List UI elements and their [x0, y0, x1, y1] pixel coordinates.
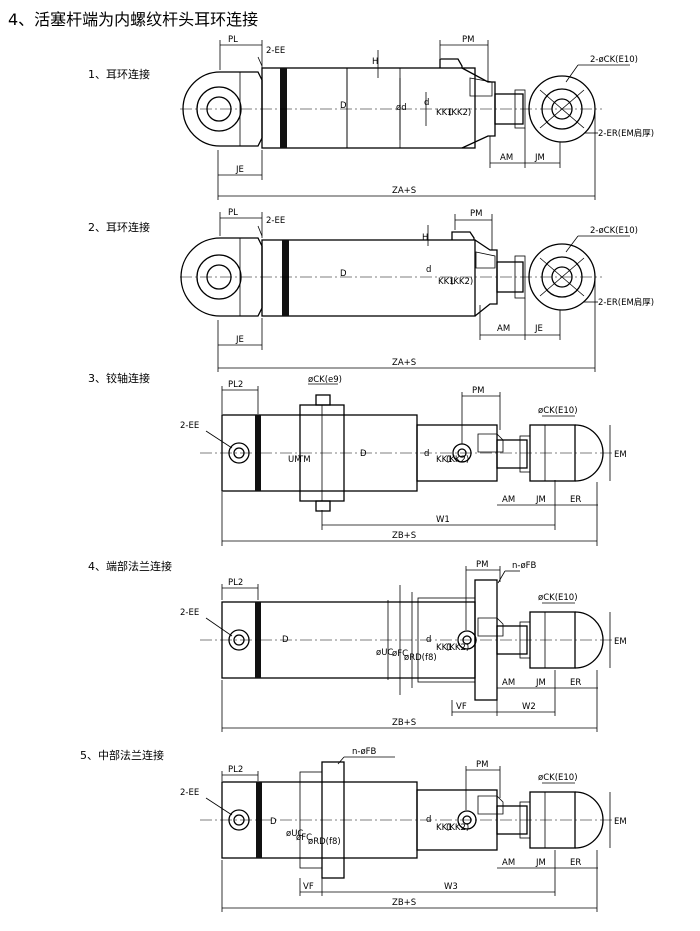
- dim-jm: JM: [535, 858, 546, 868]
- dim-uc: øUC: [286, 829, 303, 839]
- dim-am: AM: [502, 678, 515, 688]
- dim-fc: øFC: [392, 649, 408, 659]
- dim-em: EM: [614, 637, 627, 647]
- dim-h: H: [422, 233, 428, 243]
- dim-am: AM: [497, 324, 510, 334]
- dim-2-ck: 2-øCK(E10): [590, 226, 638, 236]
- dim-d: d: [426, 815, 431, 825]
- dim-ck-e10: øCK(E10): [538, 773, 578, 783]
- drawing-2: PL 2-EE PM H D d KK1 (KK2) AM JE JE ZA+S…: [180, 208, 654, 372]
- dim-zb-s: ZB+S: [392, 898, 416, 908]
- dim-fc: øFC: [296, 833, 312, 843]
- dim-am: AM: [502, 858, 515, 868]
- section-5-label: 5、中部法兰连接: [80, 749, 164, 762]
- dim-n-fb: n-øFB: [352, 747, 377, 757]
- dim-kk1: KK1: [436, 643, 453, 653]
- dim-w2: W2: [522, 702, 536, 712]
- dim-d: d: [426, 635, 431, 645]
- dim-am: AM: [502, 495, 515, 505]
- dim-h: H: [372, 57, 378, 67]
- dim-kk2: (KK2): [446, 823, 469, 833]
- dim-rd: øRD(f8): [404, 653, 437, 663]
- dim-kk2: (KK2): [446, 643, 469, 653]
- dim-am: AM: [500, 153, 513, 163]
- dim-pl2: PL2: [228, 765, 243, 775]
- dim-za-s: ZA+S: [392, 186, 416, 196]
- dim-phi-d: ød: [396, 103, 407, 113]
- dim-zb-s: ZB+S: [392, 531, 416, 541]
- dim-rd: øRD(f8): [308, 837, 341, 847]
- section-4-label: 4、端部法兰连接: [88, 560, 172, 573]
- dim-pm: PM: [476, 560, 488, 570]
- dim-2-er: 2-ER(EM肩厚): [598, 128, 654, 139]
- dim-d: d: [424, 449, 429, 459]
- dim-w3: W3: [444, 882, 458, 892]
- dim-2-ee: 2-EE: [266, 216, 285, 226]
- dim-jm: JM: [535, 495, 546, 505]
- dim-vf: VF: [303, 882, 314, 892]
- dim-d: d: [424, 98, 429, 108]
- dim-kk2: (KK2): [450, 277, 473, 287]
- dim-pm: PM: [472, 386, 484, 396]
- dim-pm: PM: [476, 760, 488, 770]
- dim-em: EM: [614, 817, 627, 827]
- dim-er: ER: [570, 858, 581, 868]
- dim-vf: VF: [456, 702, 467, 712]
- dim-pl2: PL2: [228, 578, 243, 588]
- dim-w1: W1: [436, 515, 450, 525]
- dim-er: ER: [570, 678, 581, 688]
- dim-kk1: KK1: [436, 108, 453, 118]
- dim-kk2: (KK2): [446, 455, 469, 465]
- dim-ck-e10: øCK(E10): [538, 593, 578, 603]
- dim-zb-s: ZB+S: [392, 718, 416, 728]
- section-2-label: 2、耳环连接: [88, 221, 150, 234]
- dim-ck-e10: øCK(E10): [538, 406, 578, 416]
- dim-d-bore: D: [340, 101, 347, 111]
- dim-ck-e9: øCK(e9): [308, 375, 342, 385]
- dim-2-ee: 2-EE: [180, 421, 199, 431]
- dim-em: EM: [614, 450, 627, 460]
- dim-tm: TM: [297, 455, 311, 465]
- drawing-5: PL2 2-EE n-øFB PM øCK(E10) D øUC øFC øRD…: [180, 747, 627, 912]
- dim-d: d: [426, 265, 431, 275]
- dim-d-bore: D: [340, 269, 347, 279]
- dim-pm: PM: [470, 209, 482, 219]
- dim-2-ee: 2-EE: [180, 608, 199, 618]
- dim-jm: JM: [535, 678, 546, 688]
- dim-pl2: PL2: [228, 380, 243, 390]
- dim-2-ck: 2-øCK(E10): [590, 55, 638, 65]
- dim-d-bore: D: [270, 817, 277, 827]
- dim-kk1: KK1: [436, 823, 453, 833]
- dim-kk1: KK1: [438, 277, 455, 287]
- dim-pm: PM: [462, 35, 474, 45]
- dim-kk2: (KK2): [448, 108, 471, 118]
- dim-2-ee: 2-EE: [180, 788, 199, 798]
- dim-pl: PL: [228, 35, 238, 45]
- dim-za-s: ZA+S: [392, 358, 416, 368]
- dim-je: JE: [235, 335, 244, 345]
- dim-jm: JM: [534, 153, 545, 163]
- drawing-4: PL2 2-EE PM n-øFB øCK(E10) D øUC øFC øRD…: [180, 560, 627, 732]
- dim-kk1: KK1: [436, 455, 453, 465]
- dim-er: ER: [570, 495, 581, 505]
- section-1-label: 1、耳环连接: [88, 68, 150, 81]
- dim-n-fb: n-øFB: [512, 561, 537, 571]
- drawing-1: PL 2-EE PM H D ød d KK1 (KK2) AM JM JE Z…: [180, 35, 654, 200]
- dim-uc: øUC: [376, 648, 393, 658]
- dim-um: UM: [288, 455, 302, 465]
- drawing-3: PL2 øCK(e9) 2-EE PM øCK(E10) UM TM D d K…: [180, 375, 627, 546]
- dim-2-er: 2-ER(EM肩厚): [598, 297, 654, 308]
- dim-d-bore: D: [282, 635, 289, 645]
- section-3-label: 3、铰轴连接: [88, 372, 150, 385]
- dim-je: JE: [235, 165, 244, 175]
- dim-2-ee: 2-EE: [266, 46, 285, 56]
- dim-d-bore: D: [360, 449, 367, 459]
- dim-je-rod: JE: [534, 324, 543, 334]
- page-heading: 4、活塞杆端为内螺纹杆头耳环连接: [8, 10, 259, 29]
- dim-pl: PL: [228, 208, 238, 218]
